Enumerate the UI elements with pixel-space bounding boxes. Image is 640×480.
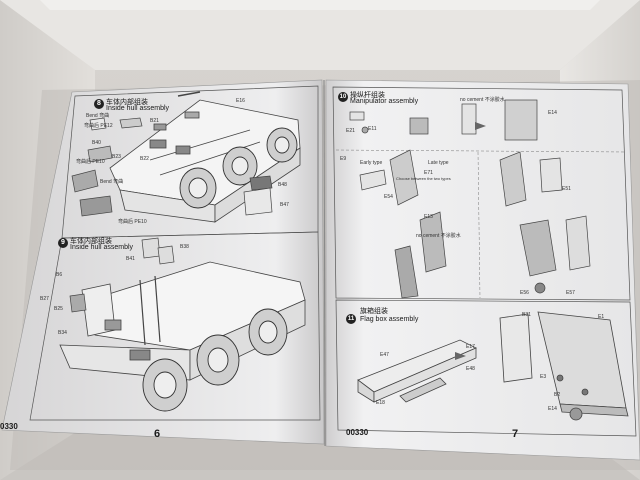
- step8-title-cn: 车体内部组装: [106, 99, 148, 106]
- step9-label: B25: [54, 306, 63, 312]
- step8-wheels: [179, 127, 298, 209]
- step10-number: 10: [338, 92, 348, 102]
- step8-label: Bend 弯曲: [86, 113, 110, 119]
- step9-label: B34: [58, 330, 67, 336]
- variant-late: Late type: [428, 160, 449, 166]
- step8-label: B48: [278, 182, 287, 188]
- step10-label: E11: [368, 126, 377, 132]
- step11-label: E17: [466, 344, 475, 350]
- step9-wheels: [142, 308, 288, 412]
- step8-label: B40: [92, 140, 101, 146]
- step8-label: B47: [280, 202, 289, 208]
- step10-label: no cement 不涂胶水: [460, 97, 505, 103]
- step8-number: 8: [94, 99, 104, 109]
- step8-label: 弯曲后 PE12: [84, 123, 113, 129]
- step9-title-en: Inside hull assembly: [70, 244, 134, 251]
- step9-frame: [29, 231, 321, 421]
- left-page-code: 0330: [0, 422, 18, 431]
- back-wall-top: [0, 0, 640, 70]
- step10-label: E51: [562, 186, 571, 192]
- choose-note: Choose between the two types: [396, 176, 451, 181]
- step10-label: no cement 不涂胶水: [416, 233, 461, 239]
- step8-label: E16: [236, 98, 245, 104]
- step11-label: E1: [598, 314, 605, 320]
- step11-label: E18: [376, 400, 385, 406]
- step9-label: B38: [180, 244, 189, 250]
- left-page-number: 6: [154, 428, 161, 440]
- step8-parts: [71, 117, 273, 217]
- step9-title-cn: 车体内部组装: [70, 238, 112, 245]
- step10-label: E13: [424, 214, 433, 220]
- step9-seats: [69, 237, 175, 313]
- step11-label: E3: [540, 374, 547, 380]
- step8-label: B22: [140, 156, 149, 162]
- step10-label: E9: [340, 156, 347, 162]
- step11-label: E48: [466, 366, 475, 372]
- step10-title-cn: 操纵杆组装: [350, 92, 385, 99]
- step10-label: E71: [424, 170, 433, 176]
- step9-number: 9: [58, 238, 68, 248]
- step11-title-en: Flag box assembly: [360, 316, 419, 323]
- step8-label: 弯曲后 PE10: [118, 219, 147, 225]
- step11-frame: [335, 299, 637, 437]
- step10-title-en: Manipulator assembly: [350, 98, 419, 105]
- step10-label: E57: [566, 290, 575, 296]
- step10-label: E54: [384, 194, 393, 200]
- step9-label: B41: [126, 256, 135, 262]
- step11-number: 11: [346, 314, 356, 324]
- step8-label: B21: [150, 118, 159, 124]
- step11-title-cn: 旗箱组装: [360, 308, 388, 315]
- assembly-arrows: [455, 122, 486, 360]
- step9-label: B6: [56, 272, 63, 278]
- right-page-number: 7: [512, 428, 519, 440]
- step10-label: E14: [548, 110, 557, 116]
- step9-label: B27: [40, 296, 49, 302]
- step8-label: 弯曲后 PE10: [76, 159, 105, 165]
- right-page-code: 00330: [346, 428, 369, 437]
- step10-label: E56: [520, 290, 529, 296]
- step11-label: E47: [380, 352, 389, 358]
- step10-label: E21: [346, 128, 355, 134]
- step10-parts: [349, 99, 591, 299]
- variant-early: Early type: [360, 160, 383, 166]
- step8-label: B23: [112, 154, 121, 160]
- step11-label: E14: [548, 406, 557, 412]
- step11-flagbox: [357, 311, 629, 421]
- step11-label: B2: [554, 392, 561, 398]
- step10-frame: [332, 86, 631, 301]
- step11-label: B31: [522, 312, 531, 318]
- step8-label: Bend 弯曲: [100, 179, 124, 185]
- step8-title-en: Inside hull assembly: [106, 105, 170, 112]
- spine: [323, 79, 326, 447]
